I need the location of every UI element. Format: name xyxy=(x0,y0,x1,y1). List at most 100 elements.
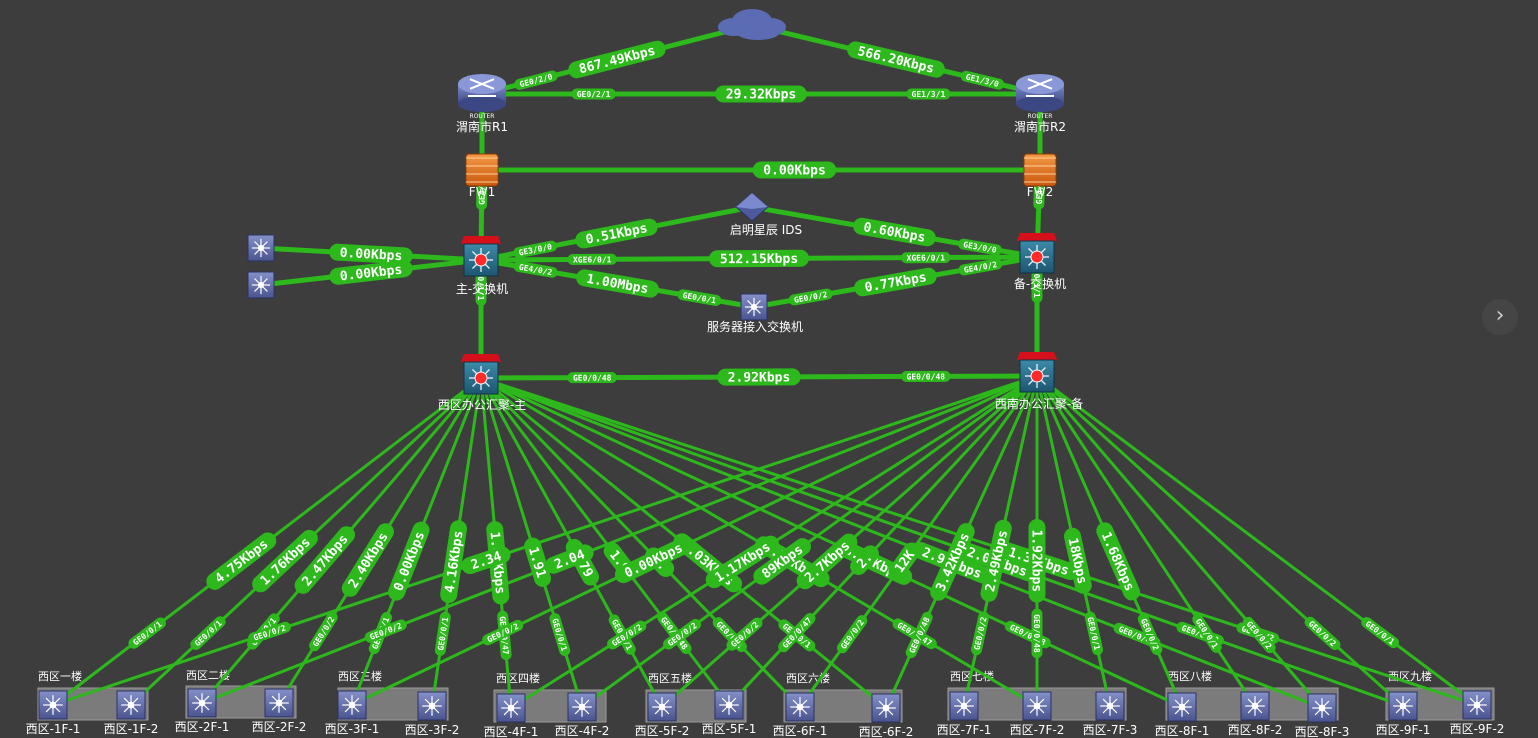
switch-f6a[interactable]: 西区-6F-1 xyxy=(773,692,828,738)
switch-hub xyxy=(750,303,758,311)
port-label: GE3/0/0 xyxy=(513,240,558,259)
device-label: FW2 xyxy=(1027,185,1053,199)
label-pill xyxy=(514,70,558,90)
label-pill xyxy=(1063,527,1092,594)
switch-sw_b[interactable] xyxy=(247,271,275,299)
switch-f7b[interactable]: 西区-7F-2 xyxy=(1010,691,1065,737)
label-pill xyxy=(545,544,594,574)
core-switch-core2[interactable]: 备-交换机 xyxy=(1014,233,1066,291)
switch-f5a[interactable]: 西区-5F-1 xyxy=(702,690,757,736)
port-text: GE0/0/48 xyxy=(907,372,946,381)
switch-f7a[interactable]: 西区-7F-1 xyxy=(937,691,992,737)
port-text: GE0/1/1 xyxy=(476,267,485,301)
link-agg2-f1a[interactable] xyxy=(52,374,1038,707)
switch-f2b[interactable]: 西区-2F-2 xyxy=(252,688,307,734)
device-label: 西区-9F-1 xyxy=(1376,723,1431,737)
switch-icon xyxy=(38,690,68,720)
switch-icon xyxy=(247,234,275,262)
switch-icon xyxy=(1022,691,1052,721)
link-rate-label: 0.00Kbps xyxy=(752,161,837,179)
switch-f8a[interactable]: 西区-8F-1 xyxy=(1155,692,1210,738)
link-rate-label: 0.60Kbps xyxy=(853,217,936,247)
port-text: GE4/0/2 xyxy=(518,263,553,278)
device-label: 西区办公汇聚-主 xyxy=(438,397,526,412)
label-pill xyxy=(294,526,355,594)
device-label: 西区-3F-2 xyxy=(405,723,460,737)
link-agg1-f8a[interactable] xyxy=(480,376,1183,709)
link-labels-layer: 867.49KbpsGE0/2/0566.20KbpsGE1/3/029.32K… xyxy=(128,40,1400,661)
switch-hub xyxy=(507,704,515,712)
switch-icon xyxy=(187,688,217,718)
link-rate-text: 566.20Kbps xyxy=(856,44,936,77)
switch-hub xyxy=(257,281,265,289)
port-text: GE4/0/0 xyxy=(1035,170,1045,204)
port-label: GE4/0/2 xyxy=(958,258,1003,276)
port-label: GE0/0/1 xyxy=(549,613,571,657)
core-top xyxy=(461,354,501,362)
label-pill xyxy=(1084,611,1104,656)
link-agg2-f2a[interactable] xyxy=(201,374,1038,705)
ids-top xyxy=(736,193,768,209)
firewall-fw1[interactable]: FW1 xyxy=(465,153,499,199)
switch-f6b[interactable]: 西区-6F-2 xyxy=(859,693,914,738)
link-agg2-f9a[interactable] xyxy=(1035,374,1405,708)
port-label: XGE6/0/1 xyxy=(901,251,951,264)
switch-f2a[interactable]: 西区-2F-1 xyxy=(175,688,230,734)
link-agg2-f3a[interactable] xyxy=(351,374,1038,707)
label-pill xyxy=(575,218,658,249)
link-agg1-f9a[interactable] xyxy=(480,376,1404,708)
switch-srv[interactable]: 服务器接入交换机 xyxy=(707,293,803,334)
core-switch-core1[interactable]: 主-交换机 xyxy=(456,236,508,296)
core-led xyxy=(1030,250,1044,264)
switch-f9b[interactable]: 西区-9F-2 xyxy=(1450,690,1505,736)
core-switch-agg2[interactable]: 西南办公汇聚-备 xyxy=(995,352,1083,411)
link-agg2-f8c[interactable] xyxy=(1035,375,1324,709)
label-pill xyxy=(1028,518,1046,603)
link-rate-label: 1.92Kbps xyxy=(1028,518,1046,603)
switch-f4b[interactable]: 西区-4F-2 xyxy=(555,692,610,738)
label-pill xyxy=(1304,616,1341,651)
label-pill xyxy=(930,523,975,601)
link-agg2-f4b[interactable] xyxy=(581,374,1038,709)
port-label: XGE6/0/1 xyxy=(567,253,617,266)
link-rate-label: 2.92Kbps xyxy=(717,368,801,386)
firewall-icon xyxy=(465,153,499,187)
link-agg1-f9b[interactable] xyxy=(480,376,1478,707)
ids-ids[interactable]: 启明星辰 IDS xyxy=(730,192,802,237)
switch-f7c[interactable]: 西区-7F-3 xyxy=(1083,691,1138,737)
link-agg2-f9b[interactable] xyxy=(1036,374,1478,707)
switch-f5b[interactable]: 西区-5F-2 xyxy=(635,692,690,738)
next-page-button[interactable]: › xyxy=(1482,299,1518,335)
floor-group-label: 西区五楼 xyxy=(648,671,692,685)
switch-f1b[interactable]: 西区-1F-2 xyxy=(104,690,159,736)
label-pill xyxy=(248,621,291,644)
port-label: GE1/3/0 xyxy=(960,70,1005,90)
link-rate-text: 0.00Kbps xyxy=(622,541,685,582)
link-rate-label: 29.32Kbps xyxy=(715,85,807,103)
switch-f3a[interactable]: 西区-3F-1 xyxy=(325,690,380,736)
cloud-cloud[interactable] xyxy=(718,9,786,40)
link-agg1-f6a[interactable] xyxy=(479,376,802,709)
label-pill xyxy=(901,370,951,382)
switch-f8c[interactable]: 西区-8F-3 xyxy=(1295,693,1350,738)
switch-f8b[interactable]: 西区-8F-2 xyxy=(1228,691,1283,737)
switch-sw_a[interactable] xyxy=(247,234,275,262)
label-pill xyxy=(980,519,1012,602)
link-agg1-f8c[interactable] xyxy=(480,376,1323,710)
port-text: GE3/0/0 xyxy=(518,242,553,257)
switch-f9a[interactable]: 西区-9F-1 xyxy=(1376,691,1431,737)
switch-f1a[interactable]: 西区-1F-1 xyxy=(26,690,81,736)
link-rate-label: 0.51Kbps xyxy=(575,218,658,249)
switch-f3b[interactable]: 西区-3F-2 xyxy=(405,691,460,737)
port-text: GE0/0/1 xyxy=(193,619,224,649)
label-pill xyxy=(461,546,511,575)
switch-f4a[interactable]: 西区-4F-1 xyxy=(484,693,539,738)
device-label: 渭南市R2 xyxy=(1014,119,1066,134)
core-switch-agg1[interactable]: 西区办公汇聚-主 xyxy=(438,354,526,412)
label-pill xyxy=(513,240,558,259)
firewall-fw2[interactable]: FW2 xyxy=(1023,153,1057,199)
